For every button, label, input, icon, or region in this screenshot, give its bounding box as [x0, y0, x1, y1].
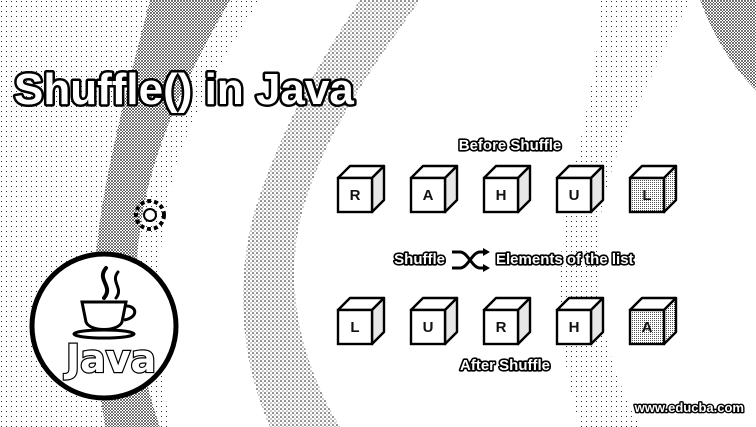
- before-shuffle-label: Before Shuffle: [459, 137, 562, 154]
- cube-letter: U: [423, 319, 434, 336]
- page-title: Shuffle() in Java: [14, 65, 354, 114]
- letter-cube: U: [555, 164, 605, 214]
- letter-cube: H: [482, 164, 532, 214]
- after-shuffle-label: After Shuffle: [460, 357, 550, 374]
- letter-cube: L: [336, 296, 386, 346]
- letter-cube: A: [409, 164, 459, 214]
- java-logo: Java: [29, 251, 179, 401]
- cube-letter: L: [642, 187, 651, 204]
- website-url: www.educba.com: [634, 400, 744, 415]
- shuffle-row: Shuffle Elements of the list: [393, 248, 635, 272]
- cube-letter: R: [350, 187, 361, 204]
- coffee-cup-icon: [72, 266, 137, 340]
- shuffle-icon: [452, 248, 490, 272]
- letter-cube: L: [628, 164, 678, 214]
- cube-letter: A: [642, 319, 653, 336]
- shuffle-word: Shuffle: [394, 251, 445, 268]
- letter-cube: A: [628, 296, 678, 346]
- letter-cube: R: [482, 296, 532, 346]
- cube-letter: L: [350, 319, 359, 336]
- logo-word: Java: [63, 337, 156, 381]
- letter-cube: U: [409, 296, 459, 346]
- cube-letter: U: [569, 187, 580, 204]
- cube-letter: H: [496, 187, 507, 204]
- cube-letter: A: [423, 187, 434, 204]
- letter-cube: R: [336, 164, 386, 214]
- cube-letter: R: [496, 319, 507, 336]
- letter-cube: H: [555, 296, 605, 346]
- cube-letter: H: [569, 319, 580, 336]
- elements-of-list-label: Elements of the list: [496, 251, 634, 268]
